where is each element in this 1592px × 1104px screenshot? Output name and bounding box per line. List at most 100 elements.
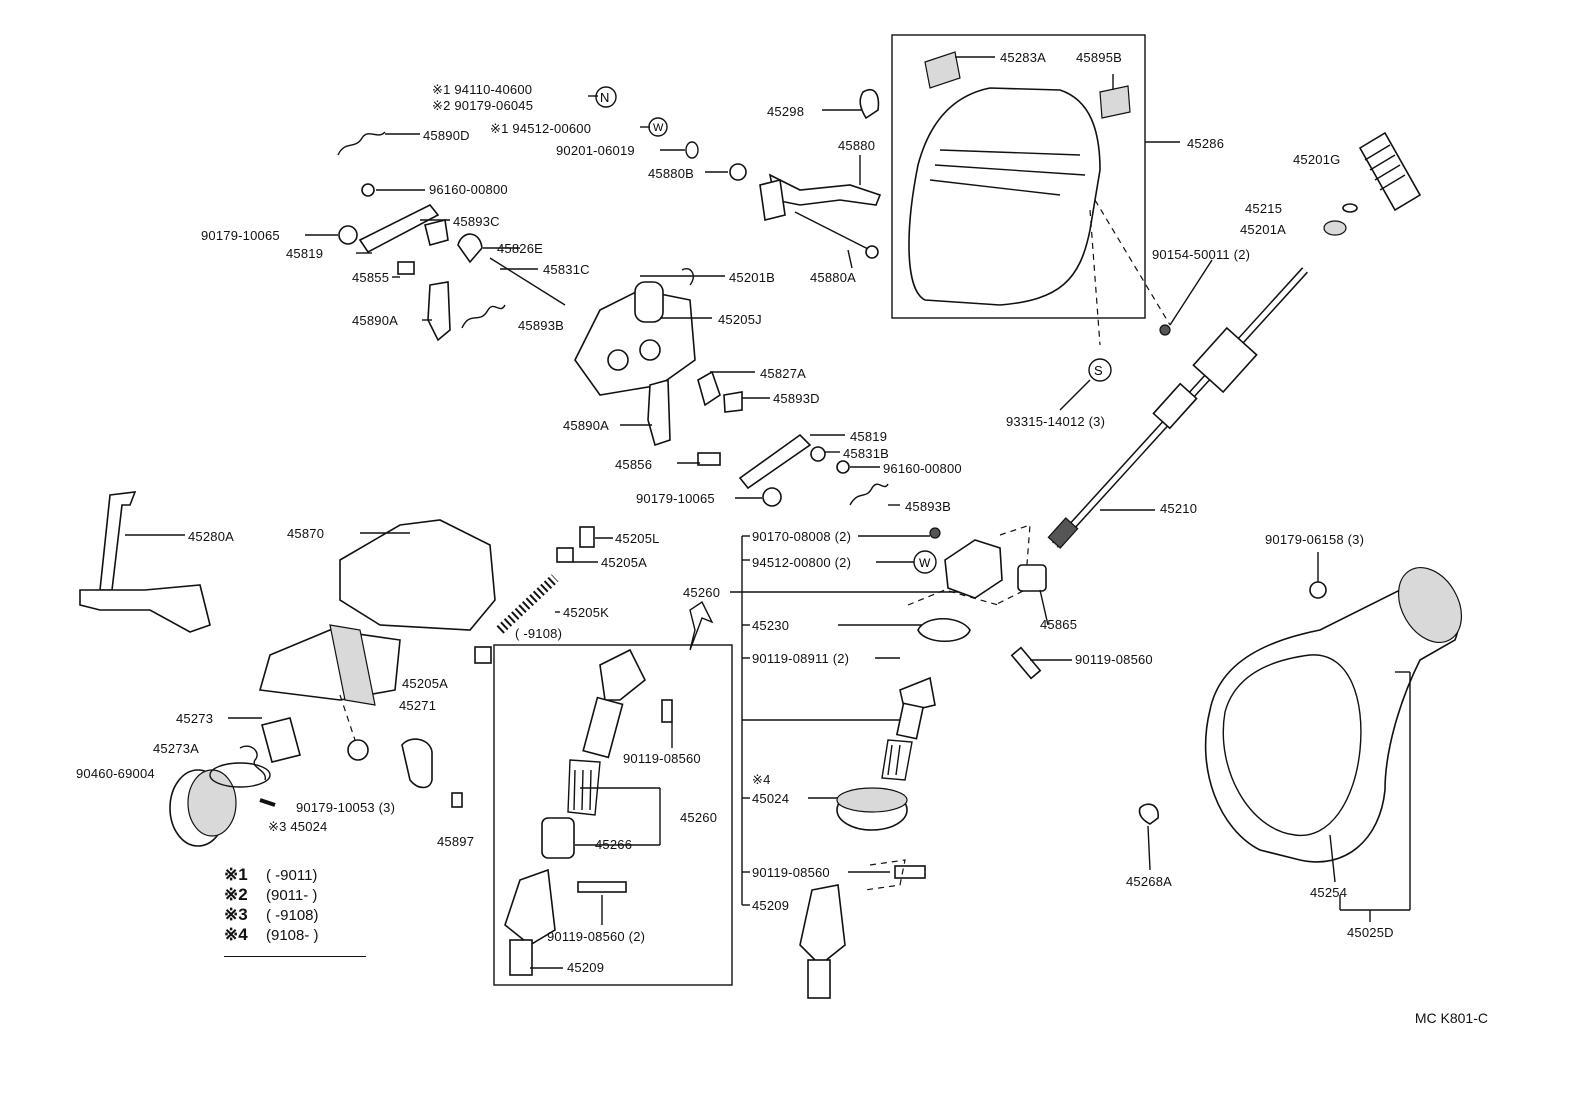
housing-collar (1397, 567, 1463, 643)
bolt-90119-08560 (1010, 646, 1042, 680)
part-label: 90460-69004 (76, 766, 155, 781)
part-label: 90119-08560 (623, 751, 701, 766)
part-label: 45831B (843, 446, 890, 461)
bushing-45865 (1017, 564, 1047, 592)
plate-45819 (358, 203, 440, 254)
housing-45254 (1204, 582, 1460, 863)
plate-45819-2 (738, 433, 812, 490)
yoke-45209 (509, 939, 533, 976)
bolt-45855 (397, 261, 415, 275)
dashed-leader (1094, 199, 1171, 326)
part-label: 45254 (1310, 885, 1348, 900)
symbol-w: W (653, 122, 664, 134)
part-label: 45201A (1240, 222, 1287, 237)
bearing-top (836, 787, 908, 813)
rod-knob (865, 245, 879, 259)
column-housing-45870 (339, 519, 496, 631)
legend-range: ( -9011) (266, 867, 318, 884)
pin-45831C (489, 257, 566, 306)
part-label: 90170-08008 (2) (752, 529, 852, 544)
legend-divider (224, 956, 366, 957)
bracket-45893D (723, 391, 743, 413)
nut-90179-06158 (1309, 581, 1327, 599)
bushing-90179-10065 (338, 225, 358, 245)
spline-late (881, 739, 913, 781)
u-joint-upper (1192, 326, 1258, 394)
part-label: 45260 (680, 810, 718, 825)
bracket-45280A-base (79, 584, 211, 633)
shaft-late (895, 702, 925, 740)
flange-45230 (917, 618, 971, 642)
clip-45298 (859, 88, 880, 120)
legend-row: ※1 ( -9011) (224, 865, 317, 885)
bracket-45205J (574, 289, 696, 396)
symbol-circle (595, 86, 617, 108)
legend-mark: ※2 (224, 885, 248, 904)
ring-45201B (681, 268, 694, 286)
part-label: 45266 (595, 837, 633, 852)
legend-mark: ※1 (224, 865, 248, 884)
symbol-circle (648, 117, 668, 137)
part-label: 96160-00800 (883, 461, 962, 476)
cap-45205A (556, 547, 574, 563)
bushing-90179-2 (762, 487, 782, 507)
part-label: 45893C (453, 214, 500, 229)
bolt-90119-late (894, 865, 926, 879)
part-label: 90201-06019 (556, 143, 635, 158)
inset-arrow (689, 600, 714, 651)
part-label: 45856 (615, 457, 653, 472)
legend-row: ※3( -9108) (224, 905, 319, 925)
diagram-code: MC K801-C (1414, 1010, 1488, 1026)
part-label: 45880 (838, 138, 876, 153)
shaft-segment (582, 696, 624, 759)
lever-bracket (759, 179, 786, 221)
column-cover-45286 (908, 87, 1101, 306)
shaft-sleeve (1152, 382, 1198, 430)
leader (1169, 259, 1213, 326)
legend-mark: ※4 (224, 925, 248, 944)
u-joint-45209 (504, 868, 556, 946)
part-label: ※4 (752, 772, 771, 787)
spring-45893B-2 (849, 483, 889, 506)
part-label: 45283A (1000, 50, 1047, 65)
legend-row: ※2(9011- ) (224, 885, 317, 905)
symbol-circle (913, 550, 937, 574)
part-label: 45893B (518, 318, 565, 333)
plate-45827A (697, 370, 721, 407)
part-label: 90119-08560 (1075, 652, 1153, 667)
part-label: 90179-10065 (201, 228, 280, 243)
part-label: 45205L (615, 531, 660, 546)
bracket-hole (639, 339, 661, 361)
dashed-leader (339, 694, 356, 741)
cover-detail-frame (891, 34, 1146, 319)
part-label: 45205K (563, 605, 610, 620)
part-label: 45205A (601, 555, 648, 570)
part-label: 45201G (1293, 152, 1341, 167)
bolt-45897 (451, 792, 463, 808)
u-joint-45260-late (944, 539, 1003, 599)
part-label: 90119-08560 (752, 865, 830, 880)
part-label: ※1 94512-00600 (490, 121, 592, 136)
part-label: 45890D (423, 128, 470, 143)
bushing-45266 (541, 817, 575, 859)
part-label: 90119-08911 (2) (752, 651, 850, 666)
dashed-leader (1089, 209, 1101, 346)
part-label: 45209 (567, 960, 605, 975)
ring-45215 (1342, 203, 1358, 213)
cover-ribs (929, 149, 1086, 196)
rod-45880A (794, 211, 871, 251)
part-label: 45205A (402, 676, 449, 691)
part-label: 45819 (286, 246, 324, 261)
bolt-90119-2 (577, 881, 627, 893)
part-label: 45209 (752, 898, 790, 913)
part-label: 45280A (188, 529, 235, 544)
part-label: 45831C (543, 262, 590, 277)
yoke-45209-late (807, 959, 831, 999)
spring-45205K (496, 574, 559, 634)
part-label: 45273A (153, 741, 200, 756)
part-label: 45880B (648, 166, 695, 181)
part-label: 45230 (752, 618, 790, 633)
part-label: 45025D (1347, 925, 1394, 940)
bracket-45893C (424, 219, 449, 246)
